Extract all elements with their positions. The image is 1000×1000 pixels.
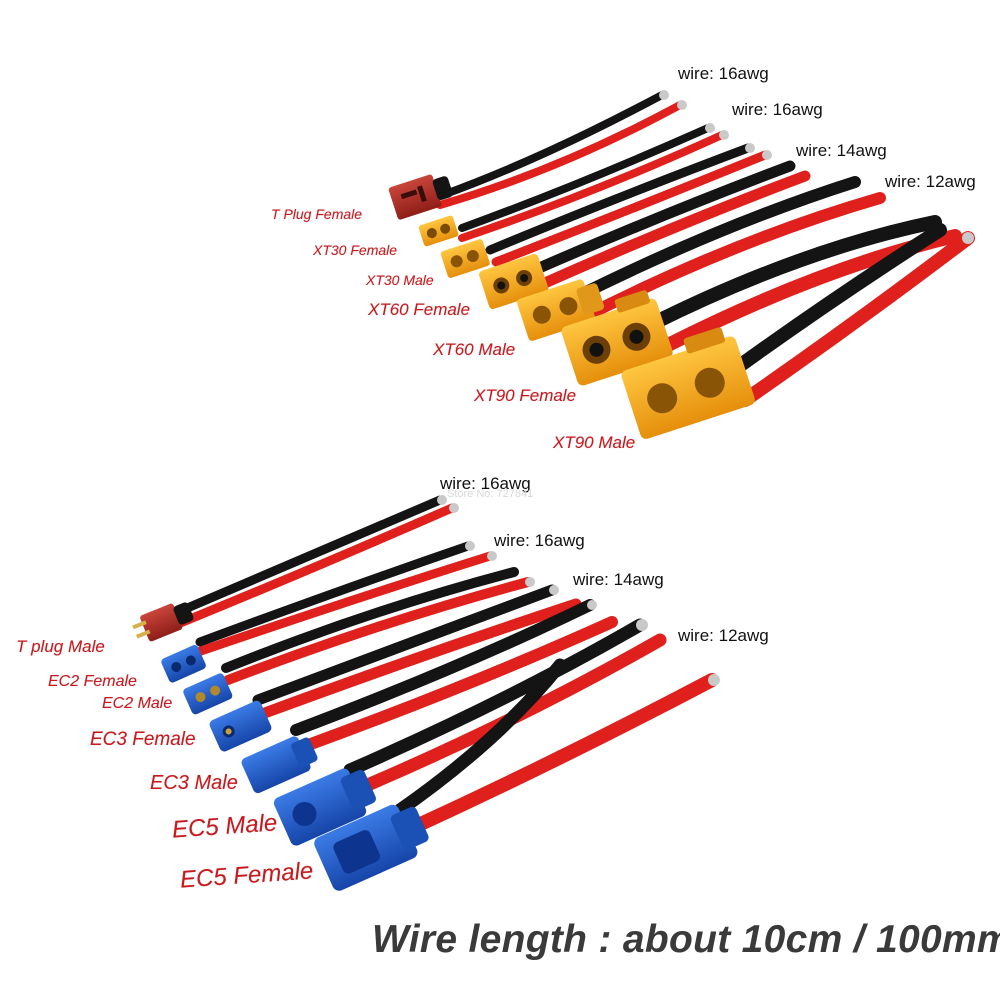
lower-wires — [173, 495, 720, 835]
ec2-male-connector — [183, 673, 233, 715]
xt90-female-connector — [561, 290, 673, 386]
upper-wire-label-4: wire: 12awg — [885, 172, 976, 191]
wire-black — [564, 176, 861, 306]
wire-black — [195, 541, 473, 647]
wire-red — [193, 551, 495, 657]
xt30-female-connector — [418, 215, 459, 247]
wire-red — [436, 101, 684, 209]
wire-black — [485, 143, 753, 255]
wire-black — [436, 91, 666, 200]
ec3-male-connector — [241, 736, 318, 794]
store-watermark: Store No: 727841 — [447, 488, 534, 500]
wire-black — [643, 215, 942, 332]
wire-black — [713, 223, 947, 387]
wire-black — [290, 599, 596, 736]
upper-wires — [436, 90, 975, 407]
wire-red — [173, 503, 457, 629]
label-xt30-female: XT30 Female — [313, 242, 398, 258]
upper-connectors — [388, 174, 755, 439]
wire-black — [173, 495, 445, 617]
upper-wire-label-3: wire: 14awg — [796, 141, 887, 160]
upper-wire-label-1: wire: 16awg — [678, 64, 769, 83]
wire-red — [294, 616, 618, 754]
wire-red — [256, 598, 582, 720]
xt30-male-connector — [440, 239, 490, 278]
lower-wire-label-1: wire: 16awg — [440, 474, 531, 493]
t-plug-female-connector — [388, 174, 453, 220]
label-ec2-female: EC2 Female — [48, 673, 137, 690]
lower-wire-label-2: wire: 16awg — [494, 531, 585, 550]
wire-red — [532, 170, 811, 292]
ec3-female-connector — [209, 700, 272, 752]
label-ec3-male: EC3 Male — [150, 772, 238, 794]
label-t-plug-female: T Plug Female — [271, 206, 363, 222]
xt90-male-connector — [621, 327, 755, 439]
upper-wire-label-2: wire: 16awg — [732, 100, 823, 119]
wire-red — [405, 673, 719, 835]
ec2-female-connector — [161, 645, 206, 683]
wire-black — [343, 618, 647, 777]
wire-red — [223, 577, 533, 685]
label-xt60-male: XT60 Male — [433, 340, 516, 359]
label-xt60-female: XT60 Female — [368, 300, 471, 319]
wire-black — [252, 584, 558, 706]
label-xt90-male: XT90 Male — [553, 433, 636, 452]
label-xt30-male: XT30 Male — [366, 272, 434, 288]
wire-red — [738, 231, 975, 407]
wire-black — [221, 567, 519, 673]
lower-connectors — [132, 602, 429, 891]
wire-red — [491, 150, 770, 267]
ec5-female-connector — [314, 804, 429, 891]
wire-black — [393, 658, 567, 817]
label-ec2-male: EC2 Male — [102, 695, 173, 712]
wire-black — [524, 160, 796, 278]
t-plug-male-connector — [132, 602, 194, 642]
label-xt90-female: XT90 Female — [474, 386, 577, 405]
ec5-male-connector — [273, 768, 376, 846]
lower-wire-label-3: wire: 14awg — [573, 570, 664, 589]
lower-wire-label-4: wire: 12awg — [678, 626, 769, 645]
wire-red — [458, 131, 726, 242]
wire-length-caption: Wire length : about 10cm / 100mm — [372, 918, 1000, 961]
wire-black — [458, 124, 712, 232]
label-ec3-female: EC3 Female — [90, 729, 196, 750]
label-t-plug-male: T plug Male — [16, 637, 105, 656]
